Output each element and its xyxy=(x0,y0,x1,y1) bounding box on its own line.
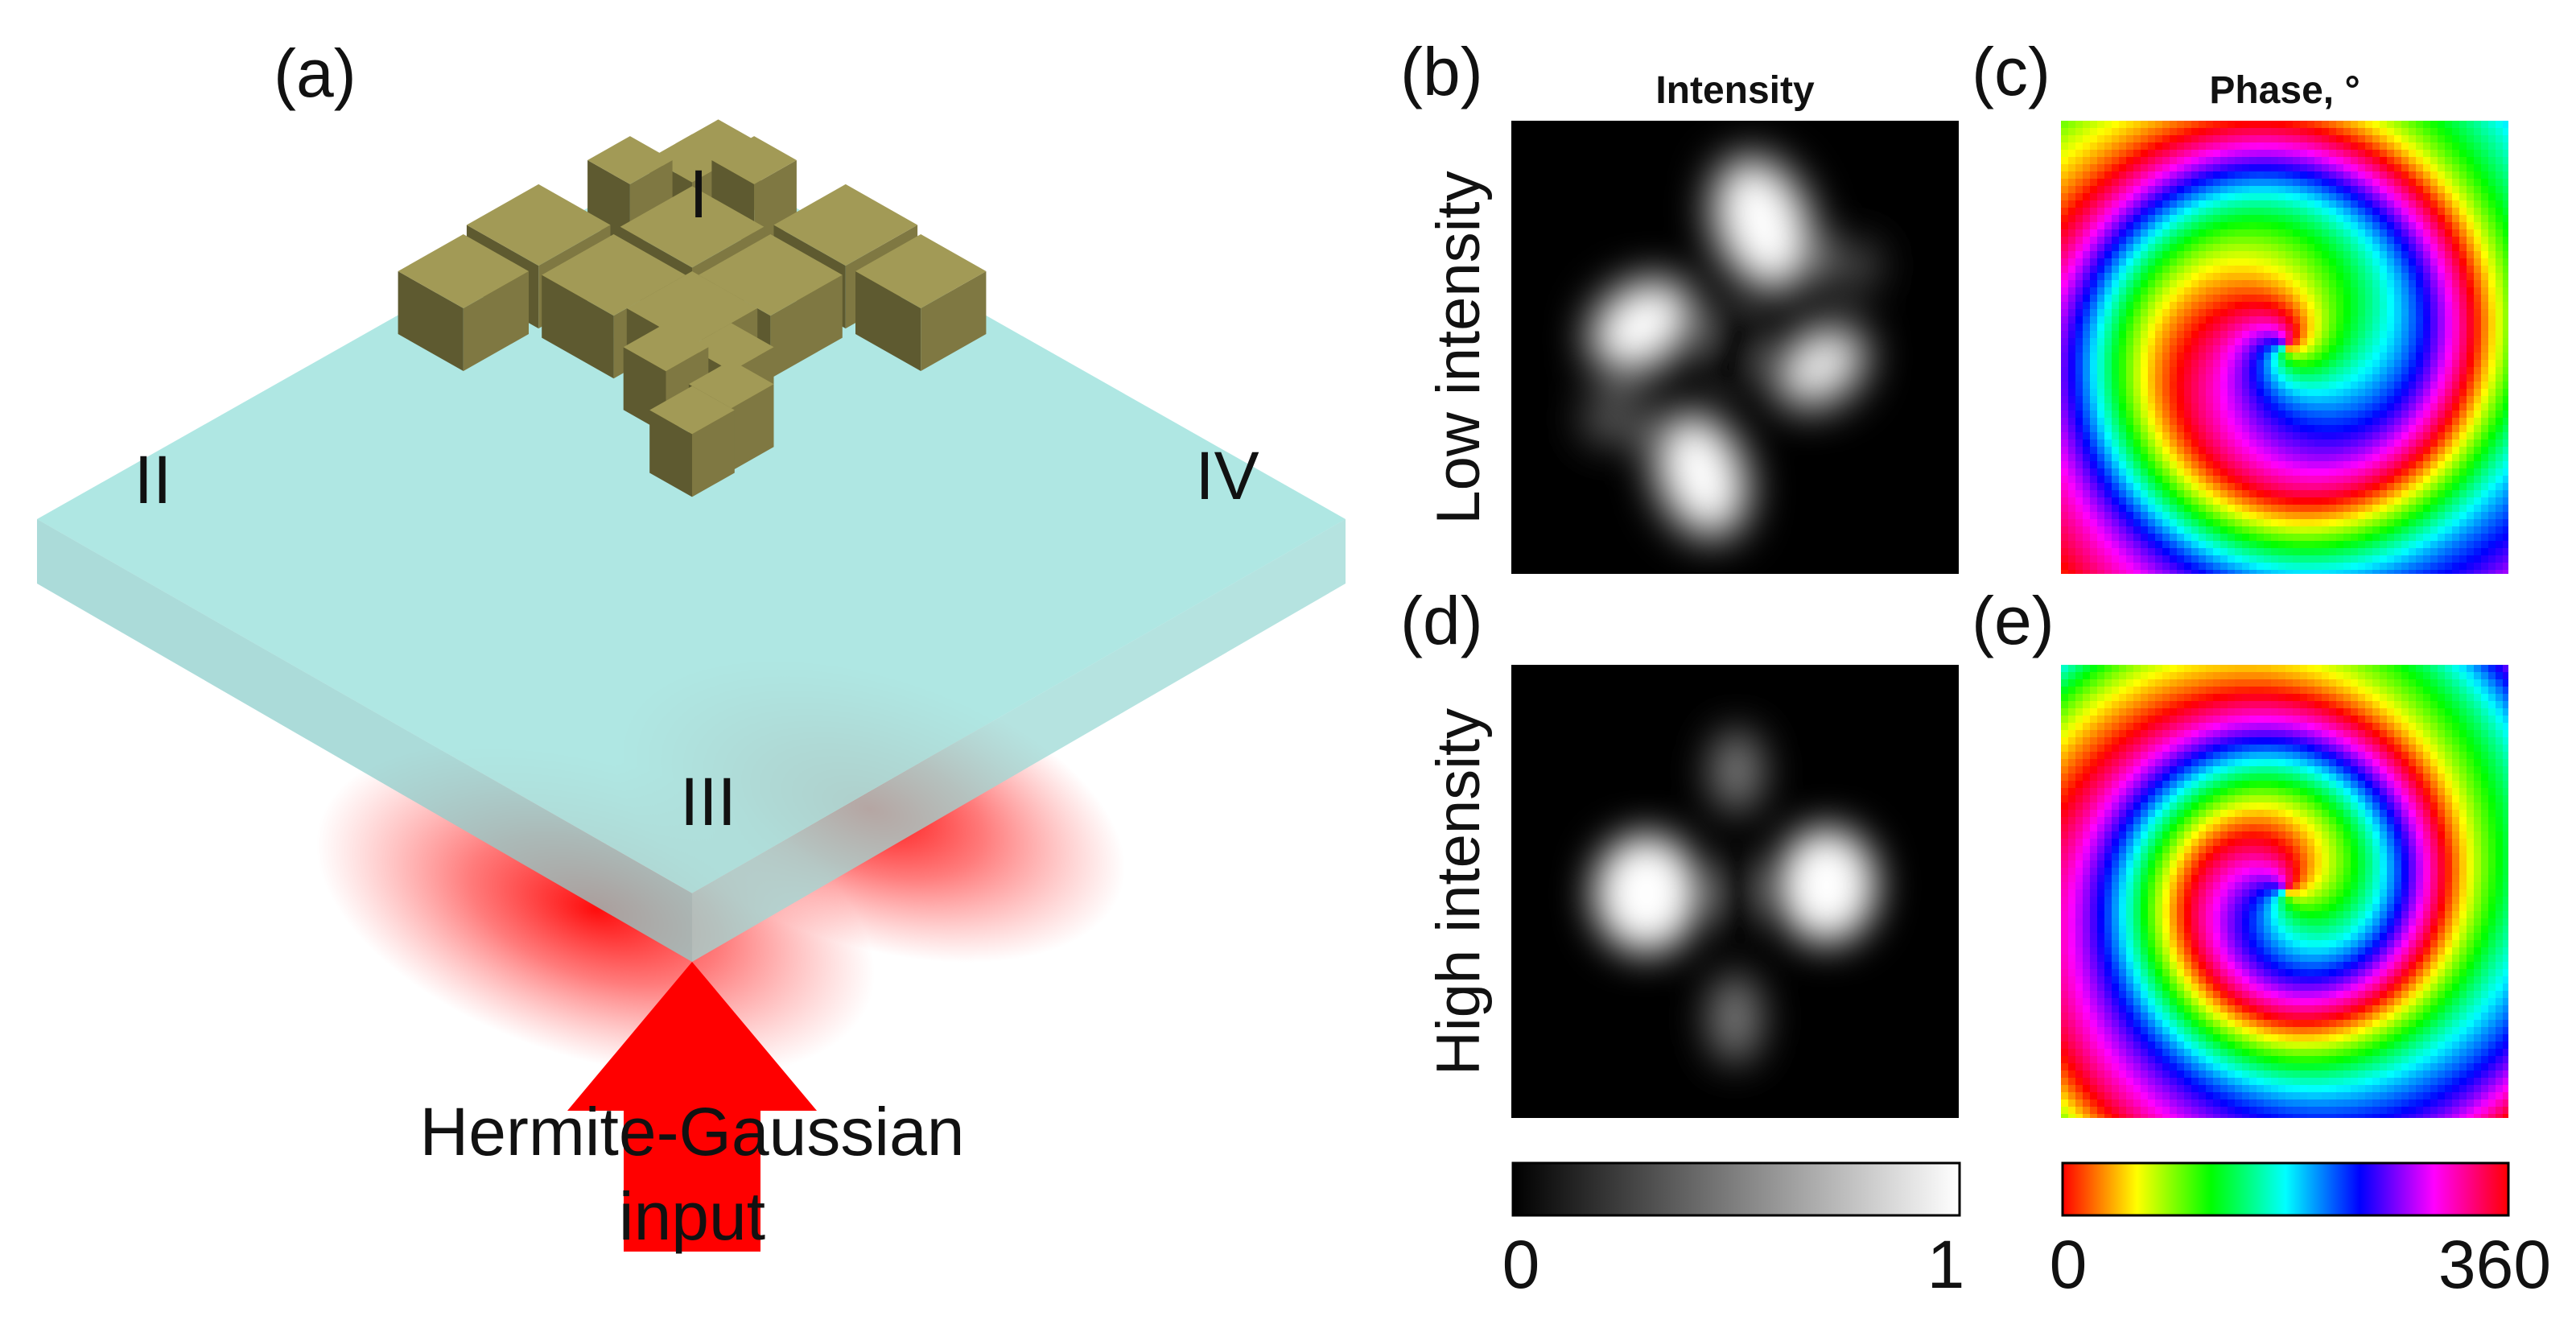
phase-colorbar-min: 0 xyxy=(2050,1227,2088,1302)
phase-colorbar-max: 360 xyxy=(2438,1227,2551,1302)
column-title-intensity: Intensity xyxy=(1655,69,1815,112)
pillar-top-face xyxy=(623,323,709,372)
intensity-colorbar-max: 1 xyxy=(1927,1227,1965,1302)
panel-label-c: (c) xyxy=(1972,34,2050,109)
pillar xyxy=(649,386,735,497)
pillar-top-face xyxy=(466,184,611,266)
pillar-left-face xyxy=(542,274,614,379)
pillar-top-face xyxy=(675,119,761,168)
column-title-phase: Phase, ° xyxy=(2209,69,2360,112)
phase-colorbar: 0 360 xyxy=(2050,1161,2551,1302)
cell-label-ii: II xyxy=(134,442,172,518)
intensity-colorbar-min: 0 xyxy=(1502,1227,1540,1302)
pillar-top-face xyxy=(688,323,774,372)
pillar-top-face xyxy=(398,234,529,308)
pillar-top-face xyxy=(649,386,735,435)
pillar xyxy=(855,234,987,371)
cell-label-iv: IV xyxy=(1195,438,1259,514)
pillar-top-face xyxy=(711,136,797,184)
intensity-map-high xyxy=(1511,665,1959,1118)
pillar-right-face xyxy=(770,274,843,379)
pillar-top-face xyxy=(773,184,918,266)
panel-label-e: (e) xyxy=(1972,583,2055,658)
input-label-line1: Hermite-Gaussian xyxy=(420,1094,965,1169)
panel-label-a: (a) xyxy=(274,35,357,111)
pillar-top-face xyxy=(587,136,673,184)
pillar-left-face xyxy=(398,271,464,371)
row-title-low: Low intensity xyxy=(1424,171,1493,524)
substrate xyxy=(37,149,1346,962)
pillar-left-face xyxy=(649,410,692,497)
pillar-right-face xyxy=(731,384,774,472)
phase-map-high xyxy=(2061,665,2508,1118)
intensity-map-low xyxy=(1511,121,1959,574)
input-arrow xyxy=(567,962,817,1252)
row-title-high: High intensity xyxy=(1424,708,1493,1075)
intensity-colorbar: 0 1 xyxy=(1502,1161,1965,1302)
cell-label-iii: III xyxy=(680,764,736,839)
pillar-array xyxy=(398,119,987,497)
pillar-right-face xyxy=(692,410,735,497)
phase-map-low xyxy=(2061,121,2508,574)
metasurface-diagram: I II III IV Hermite-Gaussian input xyxy=(37,119,1346,1254)
pillar-top-face xyxy=(649,134,735,183)
panel-label-d: (d) xyxy=(1400,583,1483,658)
pillar-top-face xyxy=(855,234,987,308)
cell-label-i: I xyxy=(689,156,707,232)
panel-label-b: (b) xyxy=(1400,34,1483,109)
pillar xyxy=(398,234,529,371)
pillar-right-face xyxy=(463,271,529,371)
pillar-left-face xyxy=(855,271,921,371)
input-label-line2: input xyxy=(619,1178,765,1254)
pillar-right-face xyxy=(921,271,987,371)
pillar-top-face xyxy=(620,186,765,268)
